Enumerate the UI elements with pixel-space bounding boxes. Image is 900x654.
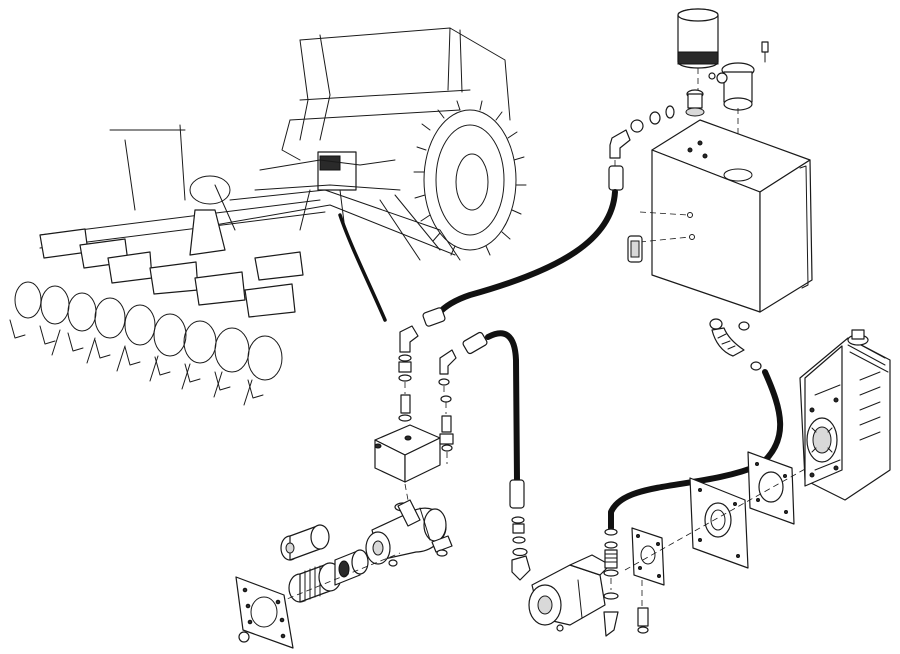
- suction-hose: [608, 318, 784, 531]
- filter-bolt: [761, 41, 769, 63]
- seed-hoppers: [39, 228, 304, 318]
- right-fitting-stack: [438, 349, 457, 464]
- filter-head: [708, 62, 755, 111]
- rear-hitch: [214, 151, 461, 261]
- seeding-units: [9, 281, 283, 406]
- pump-adapter-plates: [624, 451, 831, 586]
- pto-gearbox: [799, 329, 891, 501]
- hydraulic-motor: [365, 499, 453, 565]
- adapter-plate-small: [631, 527, 665, 586]
- adapter-plate-large: [689, 477, 749, 569]
- valve-block: [374, 424, 441, 483]
- filter-fitting: [685, 89, 705, 117]
- sight-gauge: [627, 235, 643, 263]
- mounting-plate-left: [235, 576, 294, 649]
- drive-coupling: [259, 524, 401, 611]
- oil-filter-canister: [677, 8, 719, 69]
- gasket-plate: [747, 451, 795, 525]
- drill-hose-bundle: [338, 213, 387, 322]
- pressure-hose: [462, 330, 525, 509]
- rear-wheel: [413, 100, 527, 256]
- seed-drill-frame: [39, 124, 326, 256]
- coupling-hub: [334, 549, 369, 586]
- hydraulic-tank: [639, 119, 813, 313]
- left-fitting-stack: [398, 325, 419, 422]
- coupling-sleeve: [280, 524, 330, 561]
- tractor-with-seed-drill: [9, 27, 527, 406]
- pump-outlet-fittings: [603, 528, 649, 637]
- oil-filter-assembly: [677, 8, 769, 170]
- return-hose: [422, 165, 624, 327]
- hydraulic-pump: [528, 554, 611, 632]
- tank-inlet-fittings: [609, 105, 675, 172]
- coupling-spline-shaft: [288, 562, 342, 603]
- tractor-cab: [281, 27, 511, 161]
- pump-inlet-fittings: [511, 516, 531, 581]
